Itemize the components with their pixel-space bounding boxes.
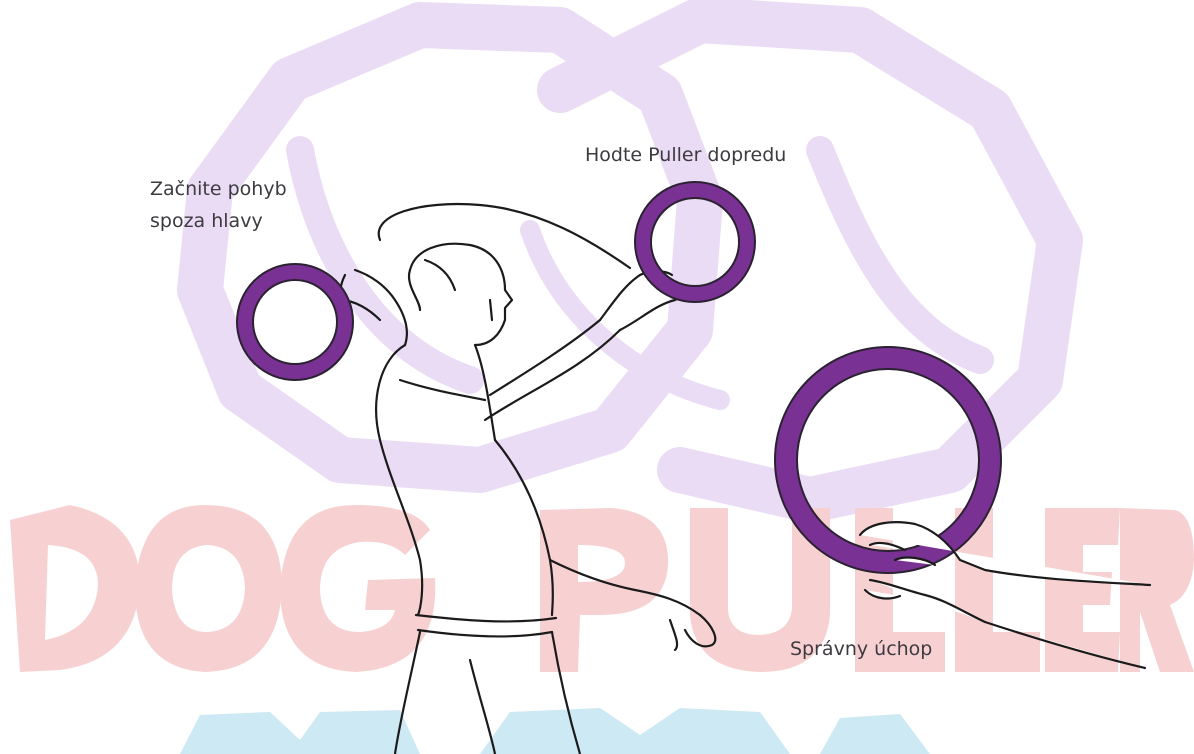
caption-start-movement: Začnite pohyb spoza hlavy bbox=[150, 173, 287, 237]
caption-throw-forward: Hodte Puller dopredu bbox=[585, 139, 786, 171]
caption-correct-grip: Správny úchop bbox=[790, 633, 932, 665]
